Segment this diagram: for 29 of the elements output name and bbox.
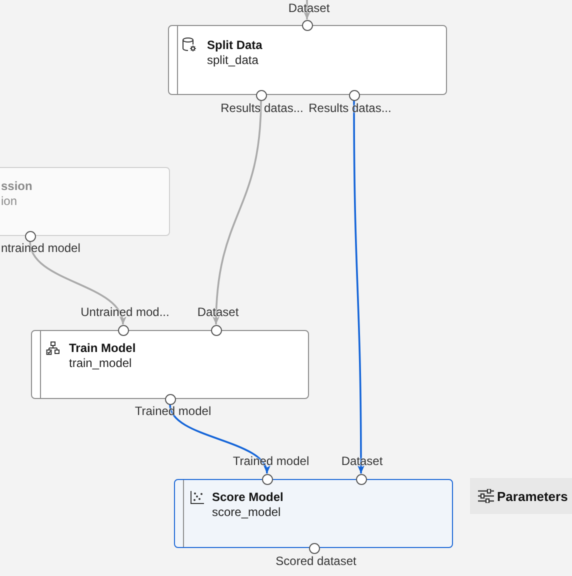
arrow — [29, 241, 125, 325]
port-label: Untrained mod... — [80, 305, 170, 319]
port-label: Dataset — [287, 1, 331, 15]
port-label: Dataset — [196, 305, 240, 319]
module-title: ssion — [1, 179, 32, 194]
module-box — [168, 25, 447, 95]
arrow — [353, 100, 364, 474]
arrow — [304, 0, 310, 20]
module-name: ion — [1, 194, 18, 209]
port-label: ntrained model — [0, 241, 82, 255]
module-name: split_data — [207, 53, 258, 68]
parameters-button: Parameters — [470, 478, 572, 514]
module-title: Train Model — [69, 341, 136, 356]
module-box — [174, 479, 453, 548]
module-title: Split Data — [207, 38, 262, 53]
module-name: train_model — [69, 356, 132, 371]
module-name: score_model — [212, 505, 281, 520]
module-box — [0, 167, 170, 236]
port-label: Results datas... — [220, 101, 304, 115]
port-circle — [210, 324, 222, 336]
module-title: Score Model — [212, 490, 284, 505]
port-label: Scored dataset — [274, 554, 358, 568]
port-circle — [118, 324, 128, 336]
arrow — [169, 404, 269, 474]
port-circle — [262, 474, 272, 484]
port-circle — [356, 474, 366, 484]
port-circle — [302, 20, 312, 30]
arrow — [212, 100, 262, 325]
module-box — [31, 330, 309, 399]
